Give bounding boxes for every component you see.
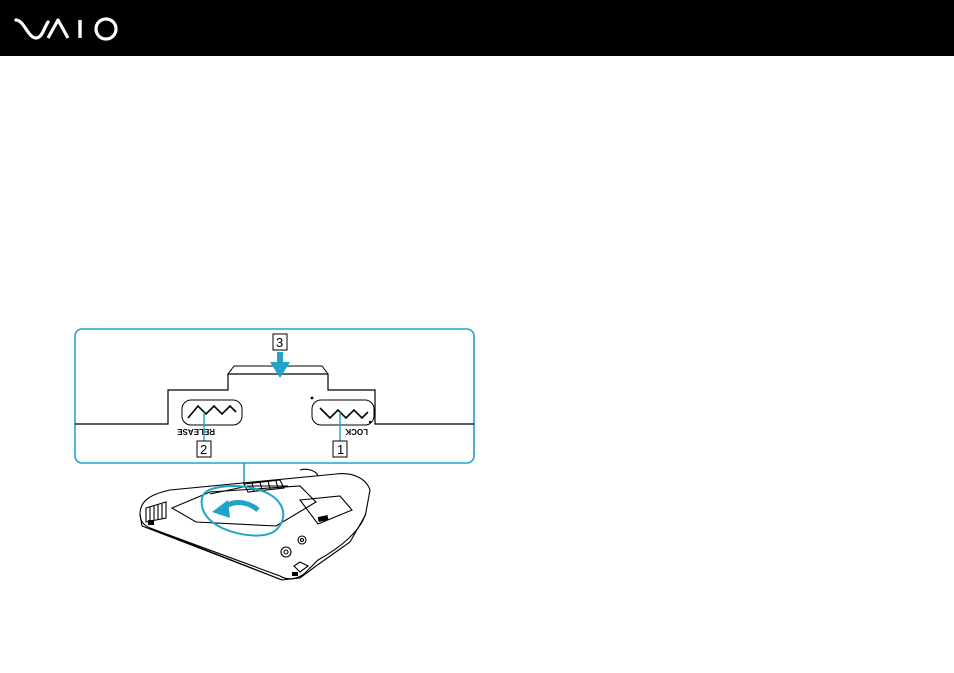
callout-3-number: 3 (276, 335, 283, 350)
callout-1-number: 1 (337, 442, 344, 457)
laptop-bottom-view (140, 469, 370, 580)
callout-2-number: 2 (200, 442, 207, 457)
lock-label: LOCK (345, 427, 368, 436)
release-label: RELEASE (177, 427, 215, 436)
